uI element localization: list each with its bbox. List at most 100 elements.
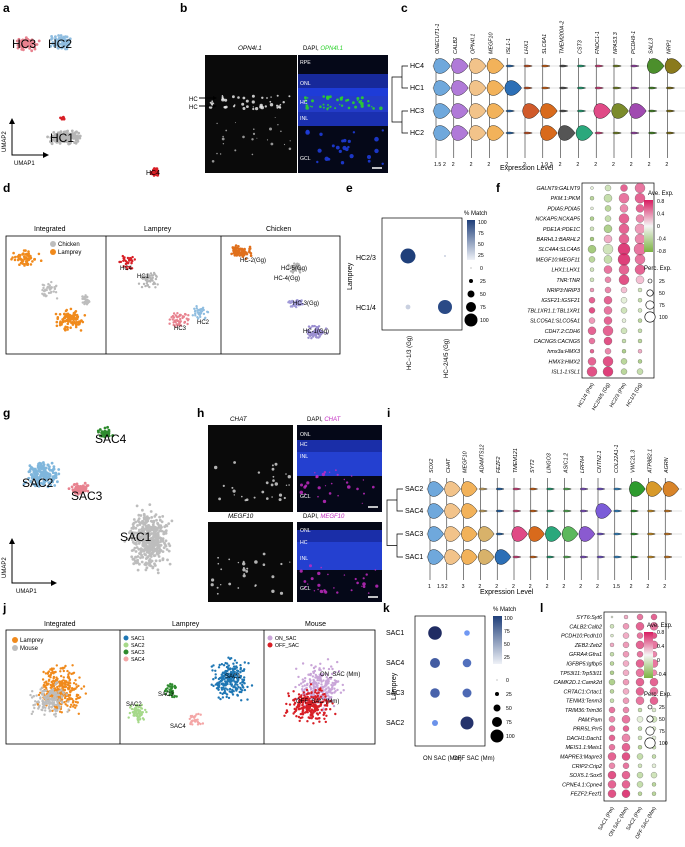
speck-gray (237, 96, 240, 99)
speck-magenta (310, 577, 314, 581)
umap-point-sac1 (148, 558, 152, 561)
umap-point-chicken-hc2 (237, 245, 240, 248)
umap-point-sac1 (158, 559, 162, 563)
speck-magenta (343, 478, 345, 481)
speck-green (329, 95, 332, 99)
legend-title-f: Ave. Exp. (648, 191, 674, 197)
umap-point-hc1 (152, 271, 156, 275)
umap-point-lamprey (42, 683, 46, 687)
legend-dot-lamprey (50, 249, 56, 255)
umap-point-sac1 (217, 666, 221, 669)
umap-point-sac1 (153, 515, 157, 518)
panel-label-a: a (3, 1, 10, 15)
umap-point-sac3 (73, 483, 77, 486)
umap-point-off-sac (293, 707, 296, 711)
violin-shape (576, 86, 587, 90)
umap-point-lamprey (74, 310, 78, 313)
speck-green (319, 105, 322, 108)
umap-point-mouse (60, 688, 63, 692)
violin-shape (594, 131, 604, 135)
speck-green (339, 97, 343, 101)
speck-magenta (323, 471, 327, 474)
speck-green (339, 103, 341, 106)
umap-point-on-sac (301, 678, 304, 681)
violin-shape (528, 526, 545, 542)
umap-point-lamprey (47, 682, 50, 685)
dot (620, 184, 628, 192)
umap-point-chicken-hc1 (309, 334, 312, 338)
umap-point-sac3 (85, 484, 89, 488)
speck-dapi (324, 156, 329, 161)
umap-point-lamprey (33, 258, 36, 261)
umap-point-sac1 (246, 685, 249, 689)
speck-magenta (372, 485, 375, 489)
violin-shape (579, 487, 589, 491)
umap-point-sac1 (214, 669, 217, 672)
umap-point-on-sac (333, 687, 336, 690)
title-integrated-j: Integrated (44, 621, 76, 628)
dot (635, 687, 645, 696)
legend-tick: -0.8 (657, 249, 666, 255)
umap-point-mouse (67, 700, 70, 703)
dot (634, 182, 646, 194)
umap-point-sac1 (233, 659, 237, 662)
dot (622, 678, 630, 686)
umap-point-sac2 (57, 472, 61, 476)
speck-magenta (356, 487, 359, 491)
panel-a: a HC3 HC2 HC1 HC4 UMAP1 UMAP2 (2, 1, 160, 177)
umap-point-sac4 (195, 713, 198, 716)
umap-point-on-sac (312, 684, 315, 687)
gene-label: ONECUT1-1 (435, 23, 441, 54)
umap-points-d (10, 244, 328, 340)
umap-point-sac1 (239, 686, 242, 690)
dot (651, 707, 657, 713)
umap-point-sac1 (144, 519, 148, 522)
violin-shape (433, 103, 451, 119)
umap-point-sac1 (156, 521, 160, 525)
umap-point-hc1 (156, 283, 159, 286)
umap-point-lamprey (63, 701, 66, 704)
speck-gray (274, 462, 278, 466)
umap-point-sac1 (161, 515, 165, 518)
violin-shape (529, 555, 539, 559)
size-legend-tick: 25 (506, 692, 512, 698)
umap-point-on-sac (304, 677, 307, 680)
speck-magenta (350, 475, 353, 477)
umap-point-hc4 (131, 255, 134, 259)
umap-point-off-sac (329, 708, 332, 711)
dot (589, 226, 595, 231)
dot (589, 277, 595, 282)
umap-point-off-sac (320, 689, 323, 692)
speck-green (326, 108, 329, 111)
speck-gray (288, 95, 291, 98)
umap-point-mouse (52, 703, 55, 706)
umap-point-hc1 (149, 272, 153, 275)
dot (589, 236, 595, 242)
dot (637, 338, 643, 344)
umap-point-lamprey (68, 685, 71, 689)
j-label-on-sac: ON_SAC (Mm) (320, 672, 360, 678)
speck-magenta (365, 573, 368, 576)
umap-point-sac1 (142, 549, 146, 553)
speck-gray (276, 94, 279, 97)
gene-label: DACH1:Dach1 (567, 736, 602, 742)
umap-point-hc3 (187, 314, 190, 317)
speck-dapi (319, 132, 323, 136)
speck-magenta (347, 485, 351, 489)
violin-shape (504, 80, 522, 96)
umap-point-sac1 (151, 528, 155, 532)
dot (604, 276, 612, 283)
size-legend-tick: 25 (659, 279, 665, 285)
tick-label: 2 (663, 584, 666, 590)
umap-point-hc3 (186, 322, 189, 326)
umap-point-sac1 (228, 657, 232, 661)
dot (609, 642, 615, 648)
umap-point-lamprey (80, 319, 83, 322)
umap-point-sac1 (239, 682, 242, 685)
umap-point-sac1 (151, 525, 155, 528)
umap-point-lamprey (22, 249, 26, 252)
umap-point-off-sac (307, 692, 311, 695)
dot (588, 256, 596, 263)
violin-shape (594, 86, 604, 90)
umap-point-hc3 (25, 44, 28, 48)
